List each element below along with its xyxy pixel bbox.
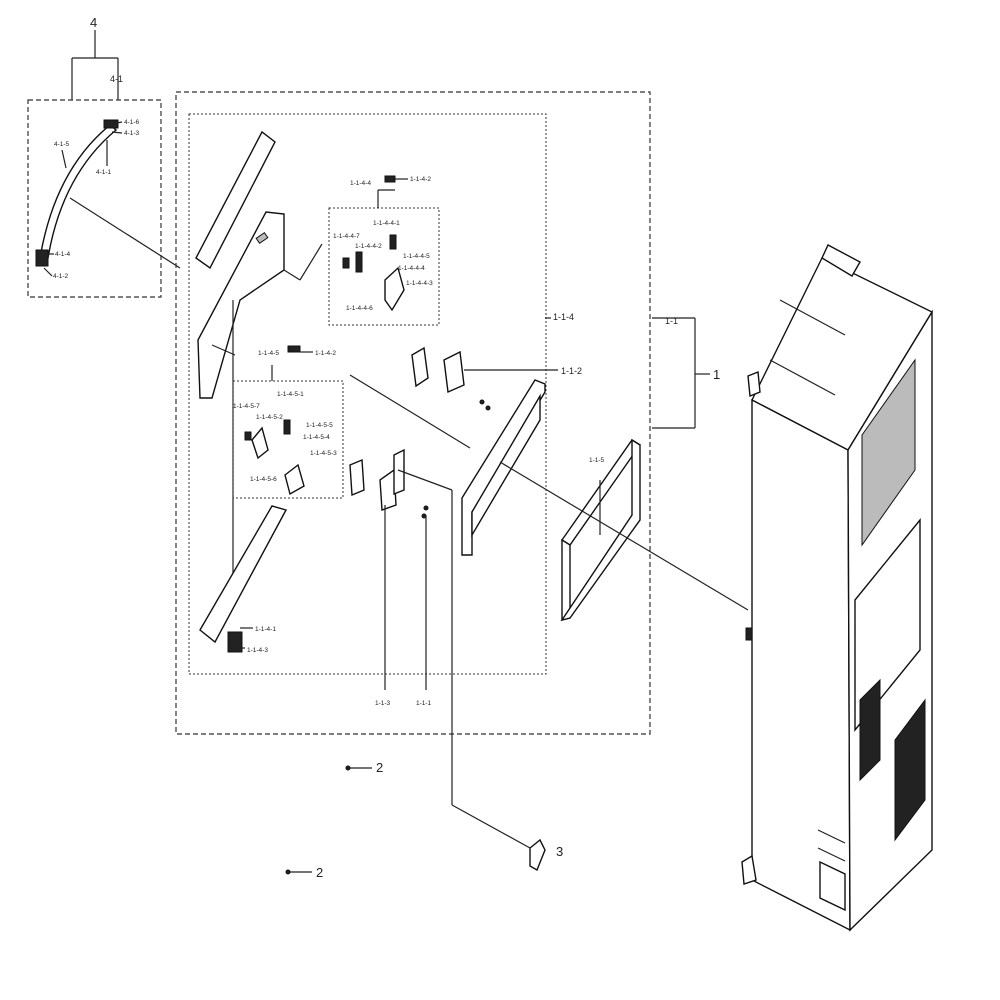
callout-1-1-4-5-7: 1-1-4-5-7 xyxy=(233,403,260,410)
callout-4: 4 xyxy=(90,15,97,30)
bottom-trim-strip xyxy=(199,505,288,644)
callout-1-1-4-4-1: 1-1-4-4-1 xyxy=(373,220,400,227)
callout-1-1-4-4-7: 1-1-4-4-7 xyxy=(333,233,360,240)
part-3-bracket xyxy=(529,838,546,872)
callout-4-1-1: 4-1-1 xyxy=(96,169,112,176)
handle-cap-bottom xyxy=(35,249,49,267)
callout-1-1-4-5-2: 1-1-4-5-2 xyxy=(256,414,283,421)
callout-1-1-4-2-mid: 1-1-4-2 xyxy=(315,350,336,357)
bottom-trim-cap xyxy=(227,631,243,653)
handle-cap-top xyxy=(103,119,119,129)
callout-labels: 4 4-1 4-1-6 4-1-3 4-1-5 4-1-1 4-1-4 4-1-… xyxy=(53,15,720,880)
door-bracket xyxy=(197,211,285,399)
callout-1-1-4-4-6: 1-1-4-4-6 xyxy=(346,305,373,312)
callout-1-1-3: 1-1-3 xyxy=(375,700,391,707)
callout-1-1: 1-1 xyxy=(665,316,678,326)
callout-1-1-4-4-4: 1-1-4-4-4 xyxy=(398,265,425,272)
hinge-parts xyxy=(349,346,491,519)
callout-1-1-4-4-2: 1-1-4-4-2 xyxy=(355,243,382,250)
callout-1-1-4-4-3: 1-1-4-4-3 xyxy=(406,280,433,287)
callout-1-1-4-5-1: 1-1-4-5-1 xyxy=(277,391,304,398)
handle-bar xyxy=(39,124,118,259)
callout-1-1-4-1: 1-1-4-1 xyxy=(255,626,276,633)
callout-1: 1 xyxy=(713,367,720,382)
callout-3: 3 xyxy=(556,844,563,859)
label-leader-ticks xyxy=(43,121,558,649)
callout-4-1-4: 4-1-4 xyxy=(55,251,71,258)
refrigerator-cabinet xyxy=(741,244,933,932)
callout-1-1-4-4-5: 1-1-4-4-5 xyxy=(403,253,430,260)
callout-2a: 2 xyxy=(376,760,383,775)
callout-4-1-6: 4-1-6 xyxy=(124,119,140,126)
callout-1-1-5: 1-1-5 xyxy=(589,457,605,464)
callout-1-1-4-2-top: 1-1-4-2 xyxy=(410,176,431,183)
door-trim-parts xyxy=(195,130,323,600)
callout-1-1-4-5-5: 1-1-4-5-5 xyxy=(306,422,333,429)
callout-1-1-4-5-6: 1-1-4-5-6 xyxy=(250,476,277,483)
handle-assembly-group xyxy=(27,30,181,298)
callout-1-1-4-5-4: 1-1-4-5-4 xyxy=(303,434,330,441)
callout-4-1: 4-1 xyxy=(110,74,123,84)
top-trim-strip xyxy=(195,130,276,270)
callout-4-1-2: 4-1-2 xyxy=(53,273,69,280)
hinge-detail-1-1-4-4 xyxy=(328,175,440,326)
callout-4-1-5: 4-1-5 xyxy=(54,141,70,148)
callout-1-1-4-5-3: 1-1-4-5-3 xyxy=(310,450,337,457)
handle-detail-box xyxy=(27,99,162,298)
callout-1-1-4-4: 1-1-4-4 xyxy=(350,180,371,187)
callout-2b: 2 xyxy=(316,865,323,880)
hinge-detail-1-1-4-5 xyxy=(232,345,344,499)
assembly-1-1-box xyxy=(175,91,651,735)
callout-1-1-4: 1-1-4 xyxy=(553,312,574,322)
callout-1-1-2: 1-1-2 xyxy=(561,366,582,376)
callout-1-1-4-5: 1-1-4-5 xyxy=(258,350,279,357)
assembly-1-1-4-box xyxy=(188,113,547,675)
callout-1-1-4-3: 1-1-4-3 xyxy=(247,647,268,654)
callout-4-1-3: 4-1-3 xyxy=(124,130,140,137)
callout-1-1-1: 1-1-1 xyxy=(416,700,432,707)
